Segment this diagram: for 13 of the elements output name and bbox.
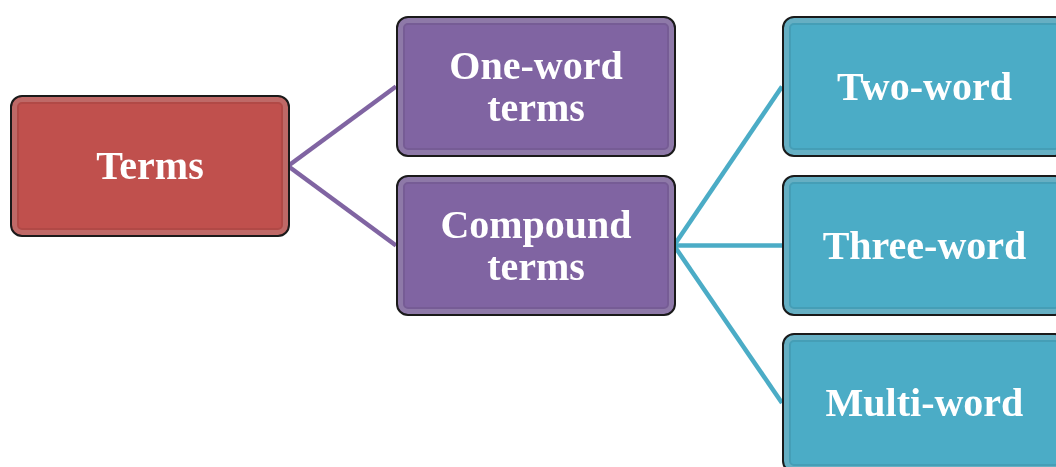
box-label: Three-word: [821, 224, 1028, 267]
box-label: Compound terms: [439, 203, 633, 288]
process-box: [782, 175, 1056, 316]
process-box: [782, 333, 1056, 467]
box-label: Two-word: [836, 65, 1013, 108]
box-label: One-word terms: [448, 44, 624, 129]
box-label: Multi-word: [824, 382, 1025, 424]
process-box: [10, 95, 290, 237]
process-box: [396, 175, 676, 316]
connector-line: [674, 243, 782, 248]
process-box: [782, 16, 1056, 157]
process-box: [396, 16, 676, 157]
box-label: Terms: [95, 145, 205, 187]
